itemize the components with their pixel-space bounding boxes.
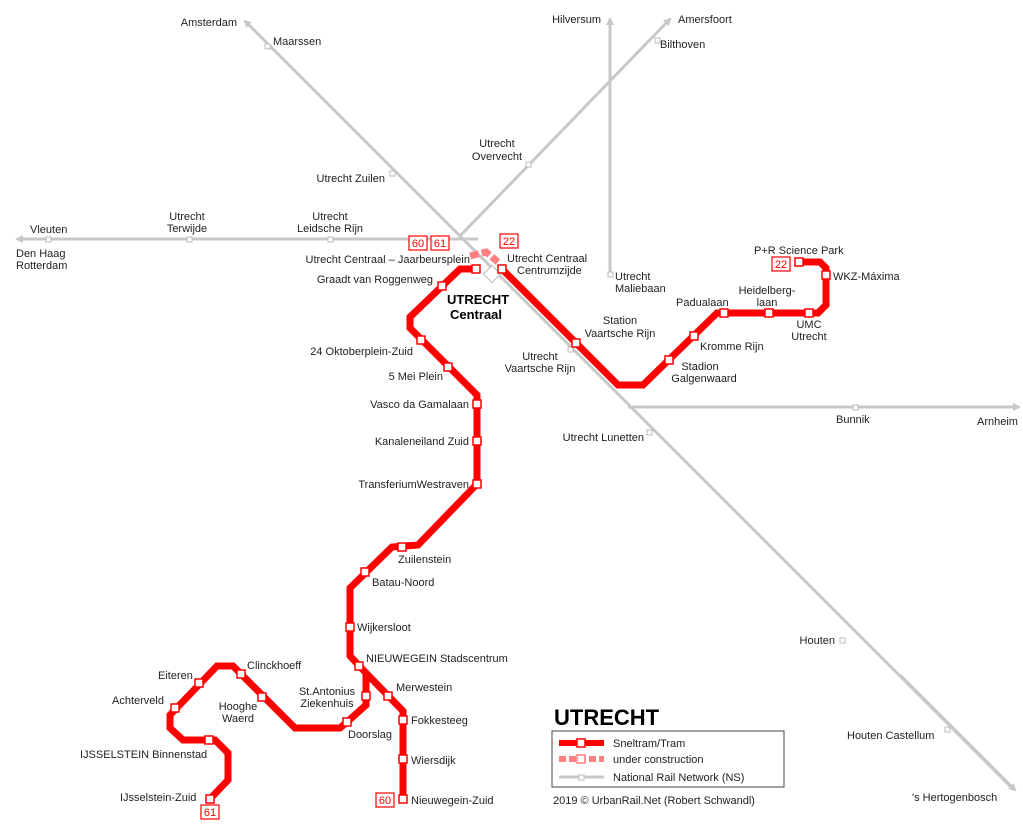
station-label: Batau-Noord (372, 577, 434, 589)
station-label: Terwijde (167, 223, 207, 235)
station-label: Galgenwaard (671, 373, 736, 385)
station-label: Bunnik (836, 414, 870, 426)
station-label: Utrecht Lunetten (563, 432, 644, 444)
station-label: Nieuwegein-Zuid (411, 795, 494, 807)
station-label: Stadion (681, 361, 718, 373)
tram-labels: Utrecht Centraal – Jaarbeursplein Utrech… (80, 245, 900, 807)
station-label: UMC (796, 319, 821, 331)
legend-construction-label: under construction (613, 754, 704, 766)
station-label: Doorslag (348, 729, 392, 741)
station-label: Rotterdam (16, 260, 67, 272)
tram-line-60-61-trunk (166, 265, 481, 802)
line-badge-22: 22 (499, 233, 519, 249)
station-label: Heidelberg- (739, 285, 796, 297)
station-label: Hilversum (552, 14, 601, 26)
station-label: Achterveld (112, 695, 164, 707)
station-label: laan (757, 297, 778, 309)
tram-line-22 (499, 258, 830, 389)
station-label: Zuilenstein (398, 554, 451, 566)
station-label: WKZ-Máxima (833, 271, 900, 283)
station-label: Wijkersloot (357, 622, 411, 634)
station-label: 's Hertogenbosch (912, 792, 997, 804)
badge-label: 22 (775, 259, 787, 271)
station-label: Amsterdam (181, 17, 237, 29)
badge-label: 60 (379, 795, 391, 807)
station-label: Utrecht (312, 211, 347, 223)
station-label: Utrecht (791, 331, 826, 343)
tram-under-construction (469, 248, 501, 265)
line-badge-61: 61 (430, 235, 450, 251)
station-label: Maliebaan (615, 283, 666, 295)
rail-labels: Amsterdam Maarssen Hilversum Amersfoort … (16, 14, 1018, 804)
station-label: Utrecht Centraal – Jaarbeursplein (306, 254, 470, 266)
station-label: Utrecht (169, 211, 204, 223)
badge-label: 22 (503, 236, 515, 248)
station-label: Vaartsche Rijn (505, 363, 576, 375)
station-label: 5 Mei Plein (389, 371, 443, 383)
station-label: Kanaleneiland Zuid (375, 436, 469, 448)
station-label: Utrecht (479, 138, 514, 150)
station-label: IJsselstein-Zuid (120, 792, 196, 804)
rail-network (15, 17, 1021, 792)
station-label: 24 Oktoberplein-Zuid (310, 346, 413, 358)
line-badge-60-end: 60 (375, 792, 395, 808)
badge-label: 61 (434, 238, 446, 250)
station-label: IJSSELSTEIN Binnenstad (80, 749, 207, 761)
rail-stations (45, 37, 951, 733)
station-label: Centrumzijde (517, 265, 582, 277)
station-label: Overvecht (472, 151, 522, 163)
tram-line-60-branch (363, 670, 407, 799)
station-label: Houten Castellum (847, 730, 934, 742)
station-label: Wiersdijk (411, 755, 456, 767)
map-title: UTRECHT (554, 705, 660, 730)
station-label: St.Antonius (299, 686, 356, 698)
badge-label: 60 (412, 238, 424, 250)
station-label: Hooghe (219, 701, 258, 713)
station-label: Bilthoven (660, 39, 705, 51)
station-label: Fokkesteeg (411, 715, 468, 727)
legend-rail-label: National Rail Network (NS) (613, 772, 744, 784)
line-badge-22-end: 22 (771, 256, 791, 272)
line-badge-60: 60 (408, 235, 428, 251)
station-label: Padualaan (676, 297, 729, 309)
credit: 2019 © UrbanRail.Net (Robert Schwandl) (553, 795, 755, 807)
tram-stops (170, 257, 831, 804)
station-label: Houten (800, 635, 835, 647)
rail-amsterdam-hertogenbosch (243, 19, 1014, 790)
rail-amersfoort (458, 17, 672, 238)
station-label: Arnheim (977, 416, 1018, 428)
station-label: Utrecht (522, 351, 557, 363)
station-label: Graadt van Roggenweg (317, 274, 433, 286)
line-badge-61-end: 61 (200, 804, 220, 820)
station-label: Kromme Rijn (700, 341, 764, 353)
station-label: Leidsche Rijn (297, 223, 363, 235)
legend-tram-label: Sneltram/Tram (613, 738, 685, 750)
station-label: Merwestein (396, 682, 452, 694)
station-label: Vasco da Gamalaan (370, 399, 469, 411)
hub-label: Centraal (450, 307, 502, 322)
station-label: Vleuten (30, 224, 67, 236)
station-label: Maarssen (273, 36, 321, 48)
station-label: TransferiumWestraven (358, 479, 469, 491)
badge-label: 61 (204, 807, 216, 819)
hub-label: UTRECHT (447, 292, 509, 307)
station-label: Waerd (222, 713, 254, 725)
station-label: Utrecht Centraal (507, 253, 587, 265)
station-label: NIEUWEGEIN Stadscentrum (366, 653, 508, 665)
station-label: Clinckhoeff (247, 660, 302, 672)
station-label: Vaartsche Rijn (585, 328, 656, 340)
station-label: Amersfoort (678, 14, 732, 26)
rail-hertogenbosch-end (898, 673, 1017, 792)
station-label: Ziekenhuis (300, 698, 354, 710)
station-label: Utrecht (615, 271, 650, 283)
station-label: Station (603, 315, 637, 327)
tram-network (166, 248, 831, 804)
legend: Sneltram/Tram under construction Nationa… (551, 730, 785, 788)
station-label: Den Haag (16, 248, 66, 260)
station-label: P+R Science Park (754, 245, 844, 257)
station-label: Utrecht Zuilen (317, 173, 385, 185)
station-label: Eiteren (158, 670, 193, 682)
